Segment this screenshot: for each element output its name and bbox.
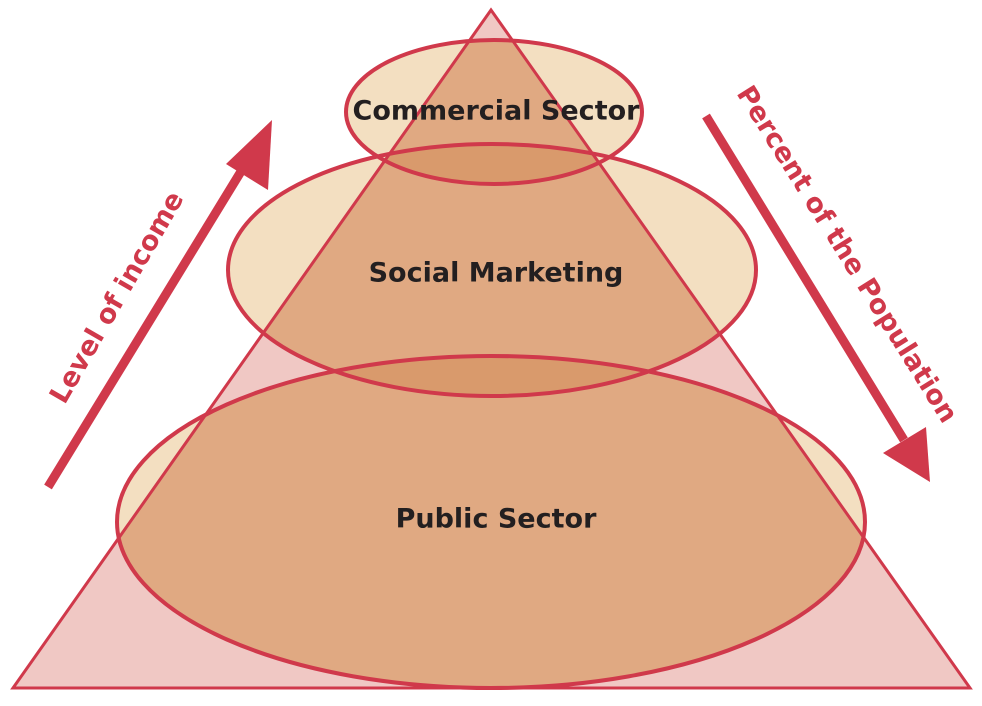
ellipse-fills-inner [117,40,865,688]
public-sector-label: Public Sector [396,504,597,535]
percent-of-population-arrow [702,113,930,482]
social-marketing-label: Social Marketing [369,258,624,289]
public-sector-ellipse [115,354,867,690]
level-of-income-arrow [44,120,272,490]
commercial-sector-ellipse [344,38,644,186]
commercial-sector-label: Commercial Sector [353,96,641,127]
social-marketing-ellipse [226,142,758,398]
percent-of-population-label: Percent of the Population [730,80,964,428]
